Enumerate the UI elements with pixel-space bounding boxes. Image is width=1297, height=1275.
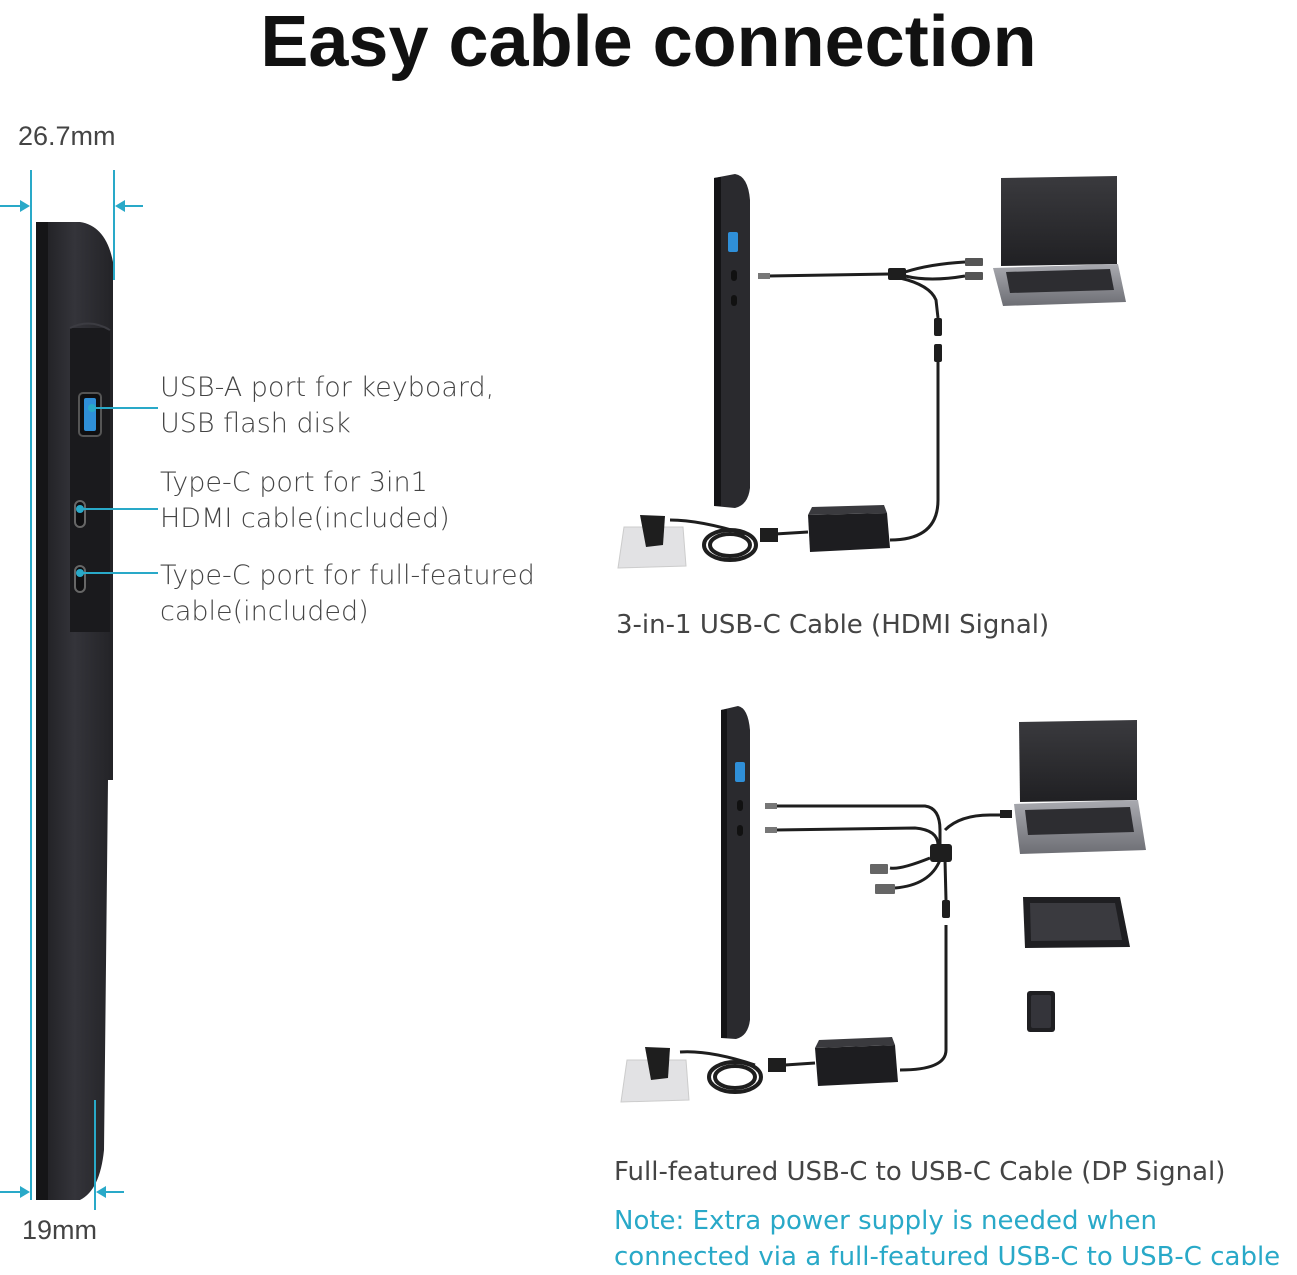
hdmi-diagram xyxy=(617,174,1126,569)
page-title: Easy cable connection xyxy=(260,2,1037,82)
port-label-line: USB-A port for keyboard, xyxy=(160,372,495,403)
monitor-side-view xyxy=(36,222,113,1200)
monitor-icon xyxy=(721,706,750,1039)
power-adapter-icon xyxy=(808,505,890,552)
dimension-marker-top xyxy=(0,170,143,1200)
phone-icon xyxy=(1027,991,1055,1032)
port-label-line: cable(included) xyxy=(160,596,369,627)
port-leader-lines xyxy=(80,407,158,574)
dimension-marker-bottom xyxy=(0,1100,124,1210)
monitor-icon xyxy=(714,174,750,508)
tablet-icon xyxy=(1023,897,1130,948)
dimension-bottom-label: 19mm xyxy=(22,1215,98,1245)
port-label-usb-a: USB-A port for keyboard, USB flash disk xyxy=(160,370,494,442)
usb-a-port-icon xyxy=(78,392,102,437)
port-label-line: USB flash disk xyxy=(160,408,351,439)
port-label-line: HDMI cable(included) xyxy=(160,503,450,534)
laptop-icon xyxy=(993,176,1126,306)
type-c-port-icon xyxy=(74,500,86,528)
note-line: Note: Extra power supply is needed when xyxy=(614,1206,1157,1236)
power-adapter-icon xyxy=(815,1037,898,1086)
port-label-line: Type-C port for full-featured xyxy=(160,560,535,591)
port-label-line: Type-C port for 3in1 xyxy=(160,467,428,498)
dp-diagram xyxy=(620,706,1146,1103)
power-note: Note: Extra power supply is needed when … xyxy=(614,1203,1280,1275)
laptop-icon xyxy=(1014,720,1146,854)
dimension-top-label: 26.7mm xyxy=(18,121,116,151)
note-line: connected via a full-featured USB-C to U… xyxy=(614,1242,1281,1272)
port-label-type-c-full: Type-C port for full-featured cable(incl… xyxy=(160,558,535,630)
port-label-type-c-hdmi: Type-C port for 3in1 HDMI cable(included… xyxy=(160,465,450,537)
dp-caption: Full-featured USB-C to USB-C Cable (DP S… xyxy=(614,1157,1226,1187)
hdmi-caption: 3-in-1 USB-C Cable (HDMI Signal) xyxy=(616,610,1050,640)
